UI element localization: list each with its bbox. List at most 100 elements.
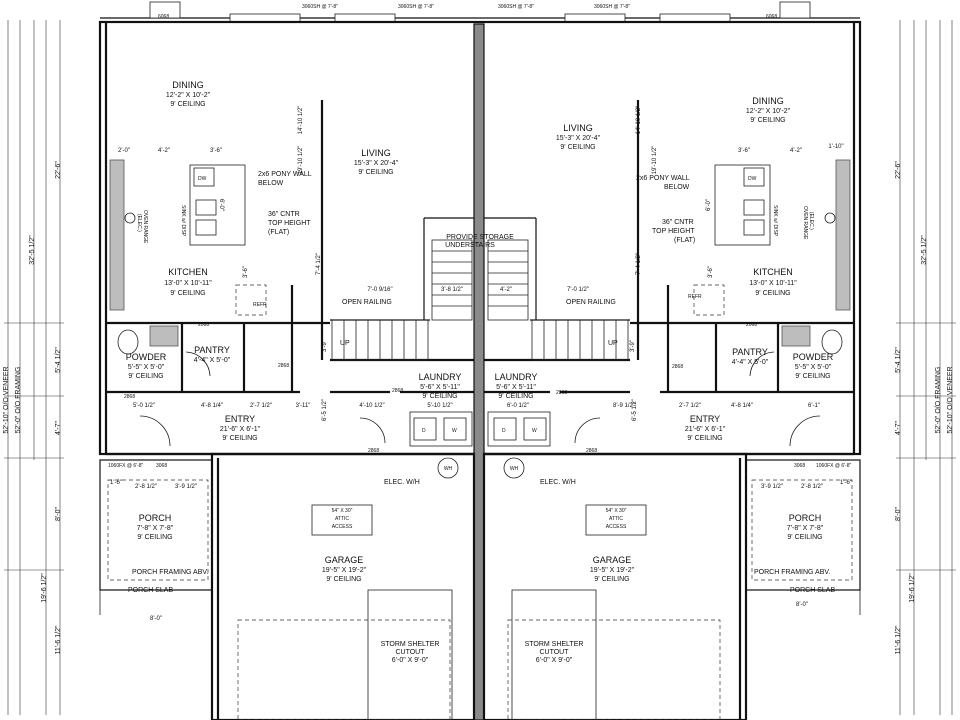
stairs bbox=[331, 239, 629, 361]
dim-veneer-right: 52'-10" O/O VENEER bbox=[947, 366, 954, 433]
room-entry-right-ceiling: 9' CEILING bbox=[687, 435, 722, 442]
dim-3-6v-left: 3'-6" bbox=[243, 266, 249, 278]
stair-up-right: UP bbox=[608, 340, 618, 347]
dim-22-right: 22'-6" bbox=[895, 161, 902, 179]
room-laundry-left-size: 5'-6" X 5'-11" bbox=[420, 384, 460, 391]
dim-8-0-right: 8'-0" bbox=[895, 507, 902, 521]
room-kitchen-right: KITCHEN bbox=[753, 267, 793, 277]
room-living-right-size: 15'-3" X 20'-4" bbox=[556, 135, 601, 142]
tag-2868-b: 2868 bbox=[392, 388, 403, 394]
dim-32-left: 32'-5 1/2" bbox=[29, 235, 36, 265]
room-entry-right-size: 21'-6" X 6'-1" bbox=[685, 426, 726, 433]
room-dining-right-ceiling: 9' CEILING bbox=[750, 117, 785, 124]
attic-left-2: ATTIC bbox=[335, 516, 349, 522]
room-entry-left-ceiling: 9' CEILING bbox=[222, 435, 257, 442]
attic-right-2: ATTIC bbox=[609, 516, 623, 522]
pony-wall-note-right-2: BELOW bbox=[664, 184, 690, 191]
dim-1-6-left: 1'-6" bbox=[110, 480, 122, 486]
room-powder-right-size: 5'-5" X 5'-0" bbox=[795, 364, 832, 371]
oven-left-2: (ELEC.) bbox=[136, 214, 142, 232]
top-window-row bbox=[100, 1, 860, 23]
dim-3-8: 3'-8 1/2" bbox=[441, 287, 463, 293]
room-living-left: LIVING bbox=[361, 148, 391, 158]
dim-2-0-left: 2'-0" bbox=[118, 148, 130, 154]
dim-3-6v-right: 3'-6" bbox=[708, 266, 714, 278]
room-porch-right: PORCH bbox=[789, 513, 822, 523]
room-porch-right-ceiling: 9' CEILING bbox=[787, 534, 822, 541]
dim-6-0-right: 6'-0" bbox=[706, 199, 712, 211]
porch-slab-right: PORCH SLAB bbox=[790, 587, 835, 594]
room-kitchen-right-size: 13'-0" X 10'-11" bbox=[749, 280, 797, 287]
storage-note-2: UNDERSTAIRS bbox=[445, 242, 495, 249]
dim-4-7-left: 4'-7" bbox=[55, 421, 62, 435]
tag-2068-right: 2068 bbox=[746, 322, 757, 328]
room-garage-left-size: 19'-5" X 19'-2" bbox=[322, 567, 367, 574]
room-dining-right: DINING bbox=[752, 96, 784, 106]
dim-4-2-mid: 4'-2" bbox=[500, 287, 512, 293]
dim-framing-right: 52'-0" O/O FRAMING bbox=[935, 367, 942, 434]
dim-3-9-right: 3'-9" bbox=[630, 340, 636, 352]
dim-4-2-left: 4'-2" bbox=[158, 148, 170, 154]
dim-7-4-left: 7'-4 1/2" bbox=[316, 253, 322, 275]
room-laundry-right: LAUNDRY bbox=[495, 372, 538, 382]
refr-right: REFR bbox=[688, 294, 702, 300]
pony-wall-note-right: 2x6 PONY WALL bbox=[636, 175, 690, 182]
tag-2868-a: 2868 bbox=[278, 363, 289, 369]
counter-note-left-3: (FLAT) bbox=[268, 229, 289, 236]
dim-11-6-left: 11'-6 1/2" bbox=[55, 625, 62, 655]
tag-3060-d: 3060SH @ 7'-8" bbox=[594, 4, 630, 10]
tag-6068-right: 6068 bbox=[766, 14, 777, 20]
room-laundry-right-size: 5'-6" X 5'-11" bbox=[496, 384, 536, 391]
shelter-left: STORM SHELTER bbox=[381, 641, 440, 648]
tag-2868-f: 2868 bbox=[586, 448, 597, 454]
outer-dimension-lines bbox=[4, 20, 956, 715]
open-railing-right: OPEN RAILING bbox=[566, 299, 616, 306]
room-porch-left-size: 7'-8" X 7'-8" bbox=[137, 525, 174, 532]
oven-right-2: (ELEC.) bbox=[808, 212, 814, 230]
room-entry-right: ENTRY bbox=[690, 414, 720, 424]
pony-wall-note-left-2: BELOW bbox=[258, 180, 284, 187]
room-living-left-size: 15'-3" X 20'-4" bbox=[354, 160, 399, 167]
oven-right: OVEN RANGE bbox=[802, 206, 808, 240]
dim-4-8-left: 4'-8 1/4" bbox=[201, 403, 223, 409]
room-labels: DINING 12'-2" X 10'-2" 9' CEILING DINING… bbox=[126, 80, 834, 583]
tag-2868-c: 2868 bbox=[556, 390, 567, 396]
room-living-left-ceiling: 9' CEILING bbox=[358, 169, 393, 176]
dim-3-9-12-right: 3'-9 1/2" bbox=[761, 484, 783, 490]
dim-6-5-left: 6'-5 1/2" bbox=[322, 399, 328, 421]
tag-1060-left: 1060FX @ 6'-8" bbox=[108, 463, 144, 469]
dw-right: DW bbox=[748, 176, 757, 182]
room-powder-left-size: 5'-5" X 5'-0" bbox=[128, 364, 165, 371]
stair-up-left: UP bbox=[340, 340, 350, 347]
room-kitchen-left-ceiling: 9' CEILING bbox=[170, 290, 205, 297]
dim-veneer-left: 52'-10" O/O VENEER bbox=[3, 366, 10, 433]
room-entry-left: ENTRY bbox=[225, 414, 255, 424]
tag-2868-d: 2868 bbox=[672, 364, 683, 370]
room-kitchen-right-ceiling: 9' CEILING bbox=[755, 290, 790, 297]
opening-tags: 6068 6068 3060SH @ 7'-8" 3060SH @ 7'-8" … bbox=[108, 4, 852, 469]
garage-features bbox=[237, 504, 721, 720]
dim-32-right: 32'-5 1/2" bbox=[921, 235, 928, 265]
washer-d-right: D bbox=[502, 428, 506, 434]
attic-left-3: ACCESS bbox=[332, 524, 353, 530]
open-railing-left: OPEN RAILING bbox=[342, 299, 392, 306]
room-living-right-ceiling: 9' CEILING bbox=[560, 144, 595, 151]
door-swings bbox=[139, 351, 821, 447]
room-kitchen-left-size: 13'-0" X 10'-11" bbox=[164, 280, 212, 287]
room-pantry-left-size: 4'-4" X 5'-0" bbox=[194, 357, 231, 364]
dim-3-11-left: 3'-11" bbox=[296, 403, 311, 409]
sink-left: SINK w/ DISP bbox=[180, 205, 186, 237]
kitchen-fixtures bbox=[109, 159, 851, 316]
dim-3-9-left: 3'-9" bbox=[322, 340, 328, 352]
room-dining-left-size: 12'-2" X 10'-2" bbox=[166, 92, 211, 99]
dim-6-0-12: 6'-0 1/2" bbox=[507, 403, 529, 409]
room-garage-right-size: 19'-5" X 19'-2" bbox=[590, 567, 635, 574]
room-dining-left: DINING bbox=[172, 80, 204, 90]
shelter-right-2: CUTOUT bbox=[539, 649, 569, 656]
shelter-left-3: 6'-0" X 9'-0" bbox=[392, 657, 429, 664]
porch-slab-left: PORCH SLAB bbox=[128, 587, 173, 594]
dim-19-6-left: 19'-6 1/2" bbox=[41, 573, 48, 603]
dim-1-6-right: 1'-6" bbox=[840, 480, 852, 486]
room-laundry-left-ceiling: 9' CEILING bbox=[422, 393, 457, 400]
dim-8-9: 8'-9 1/2" bbox=[613, 403, 635, 409]
